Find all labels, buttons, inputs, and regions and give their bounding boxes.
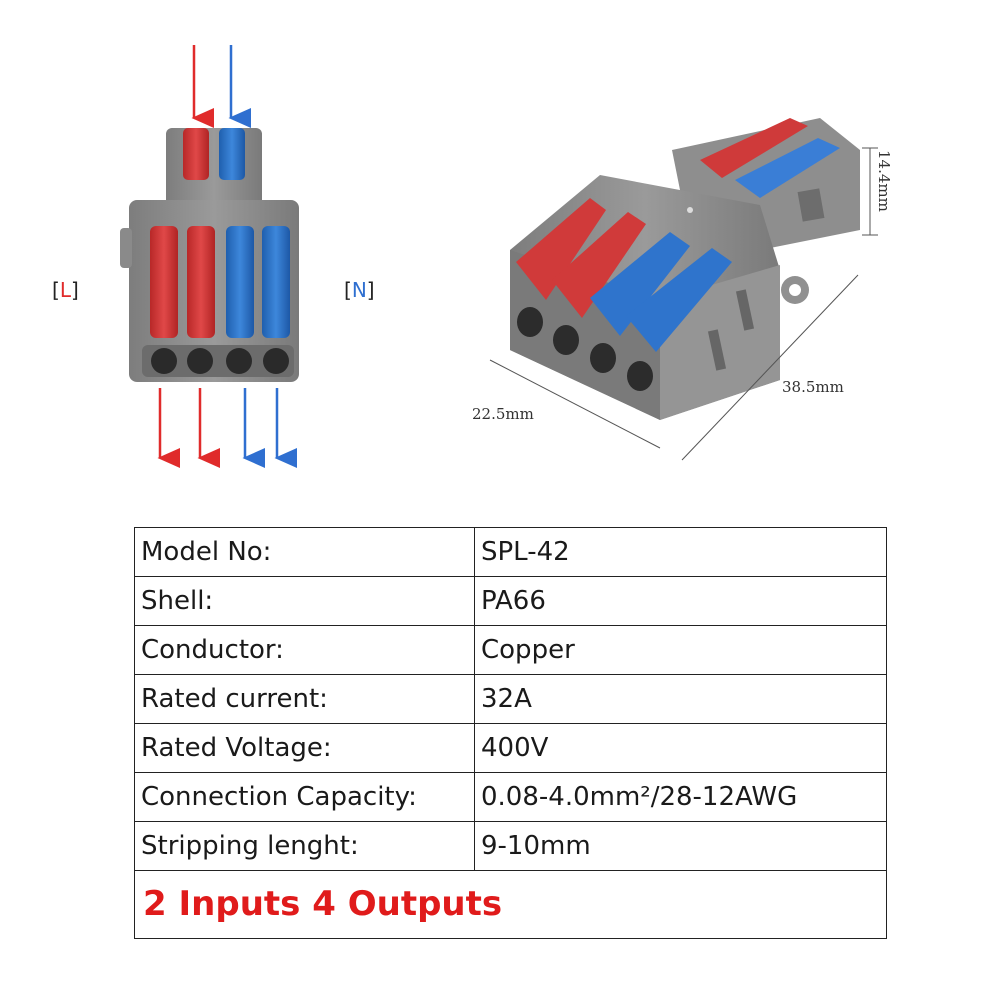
spec-value: 9-10mm [474, 820, 887, 871]
neutral-label: [N] [344, 278, 375, 302]
spec-label: Connection Capacity: [134, 771, 475, 822]
spec-label: Rated current: [134, 673, 475, 724]
live-label: [L] [52, 278, 79, 302]
spec-label: Rated Voltage: [134, 722, 475, 773]
front-view-connector [120, 128, 299, 382]
output-arrows [157, 388, 297, 468]
spec-value: 32A [474, 673, 887, 724]
table-row: Model No: SPL-42 [134, 527, 887, 577]
length-dimension-text: 38.5mm [782, 378, 844, 396]
table-footer-row: 2 Inputs 4 Outputs [134, 869, 887, 940]
spec-label: Shell: [134, 575, 475, 626]
spec-value: SPL-42 [474, 527, 887, 577]
spec-value: Copper [474, 624, 887, 675]
table-row: Stripping lenght: 9-10mm [134, 820, 887, 871]
table-row: Shell: PA66 [134, 575, 887, 626]
spec-value: 400V [474, 722, 887, 773]
height-dimension-text: 14.4mm [875, 150, 893, 212]
table-row: Rated Voltage: 400V [134, 722, 887, 773]
spec-label: Model No: [134, 527, 475, 577]
width-dim-line [489, 359, 661, 449]
neutral-label-text: N [351, 278, 367, 302]
table-row: Conductor: Copper [134, 624, 887, 675]
table-row: Rated current: 32A [134, 673, 887, 724]
width-dimension-text: 22.5mm [472, 405, 534, 423]
product-illustration [120, 45, 878, 468]
spec-value: 0.08-4.0mm²/28-12AWG [474, 771, 887, 822]
spec-value: PA66 [474, 575, 887, 626]
io-summary: 2 Inputs 4 Outputs [134, 869, 887, 940]
live-label-text: L [59, 278, 71, 302]
spec-label: Conductor: [134, 624, 475, 675]
spec-label: Stripping lenght: [134, 820, 475, 871]
table-row: Connection Capacity: 0.08-4.0mm²/28-12AW… [134, 771, 887, 822]
perspective-view-connector [510, 118, 860, 420]
dimension-lines [489, 147, 878, 461]
length-dim-line [681, 274, 859, 461]
spec-table: Model No: SPL-42 Shell: PA66 Conductor: … [134, 527, 887, 940]
input-arrows [191, 45, 251, 128]
